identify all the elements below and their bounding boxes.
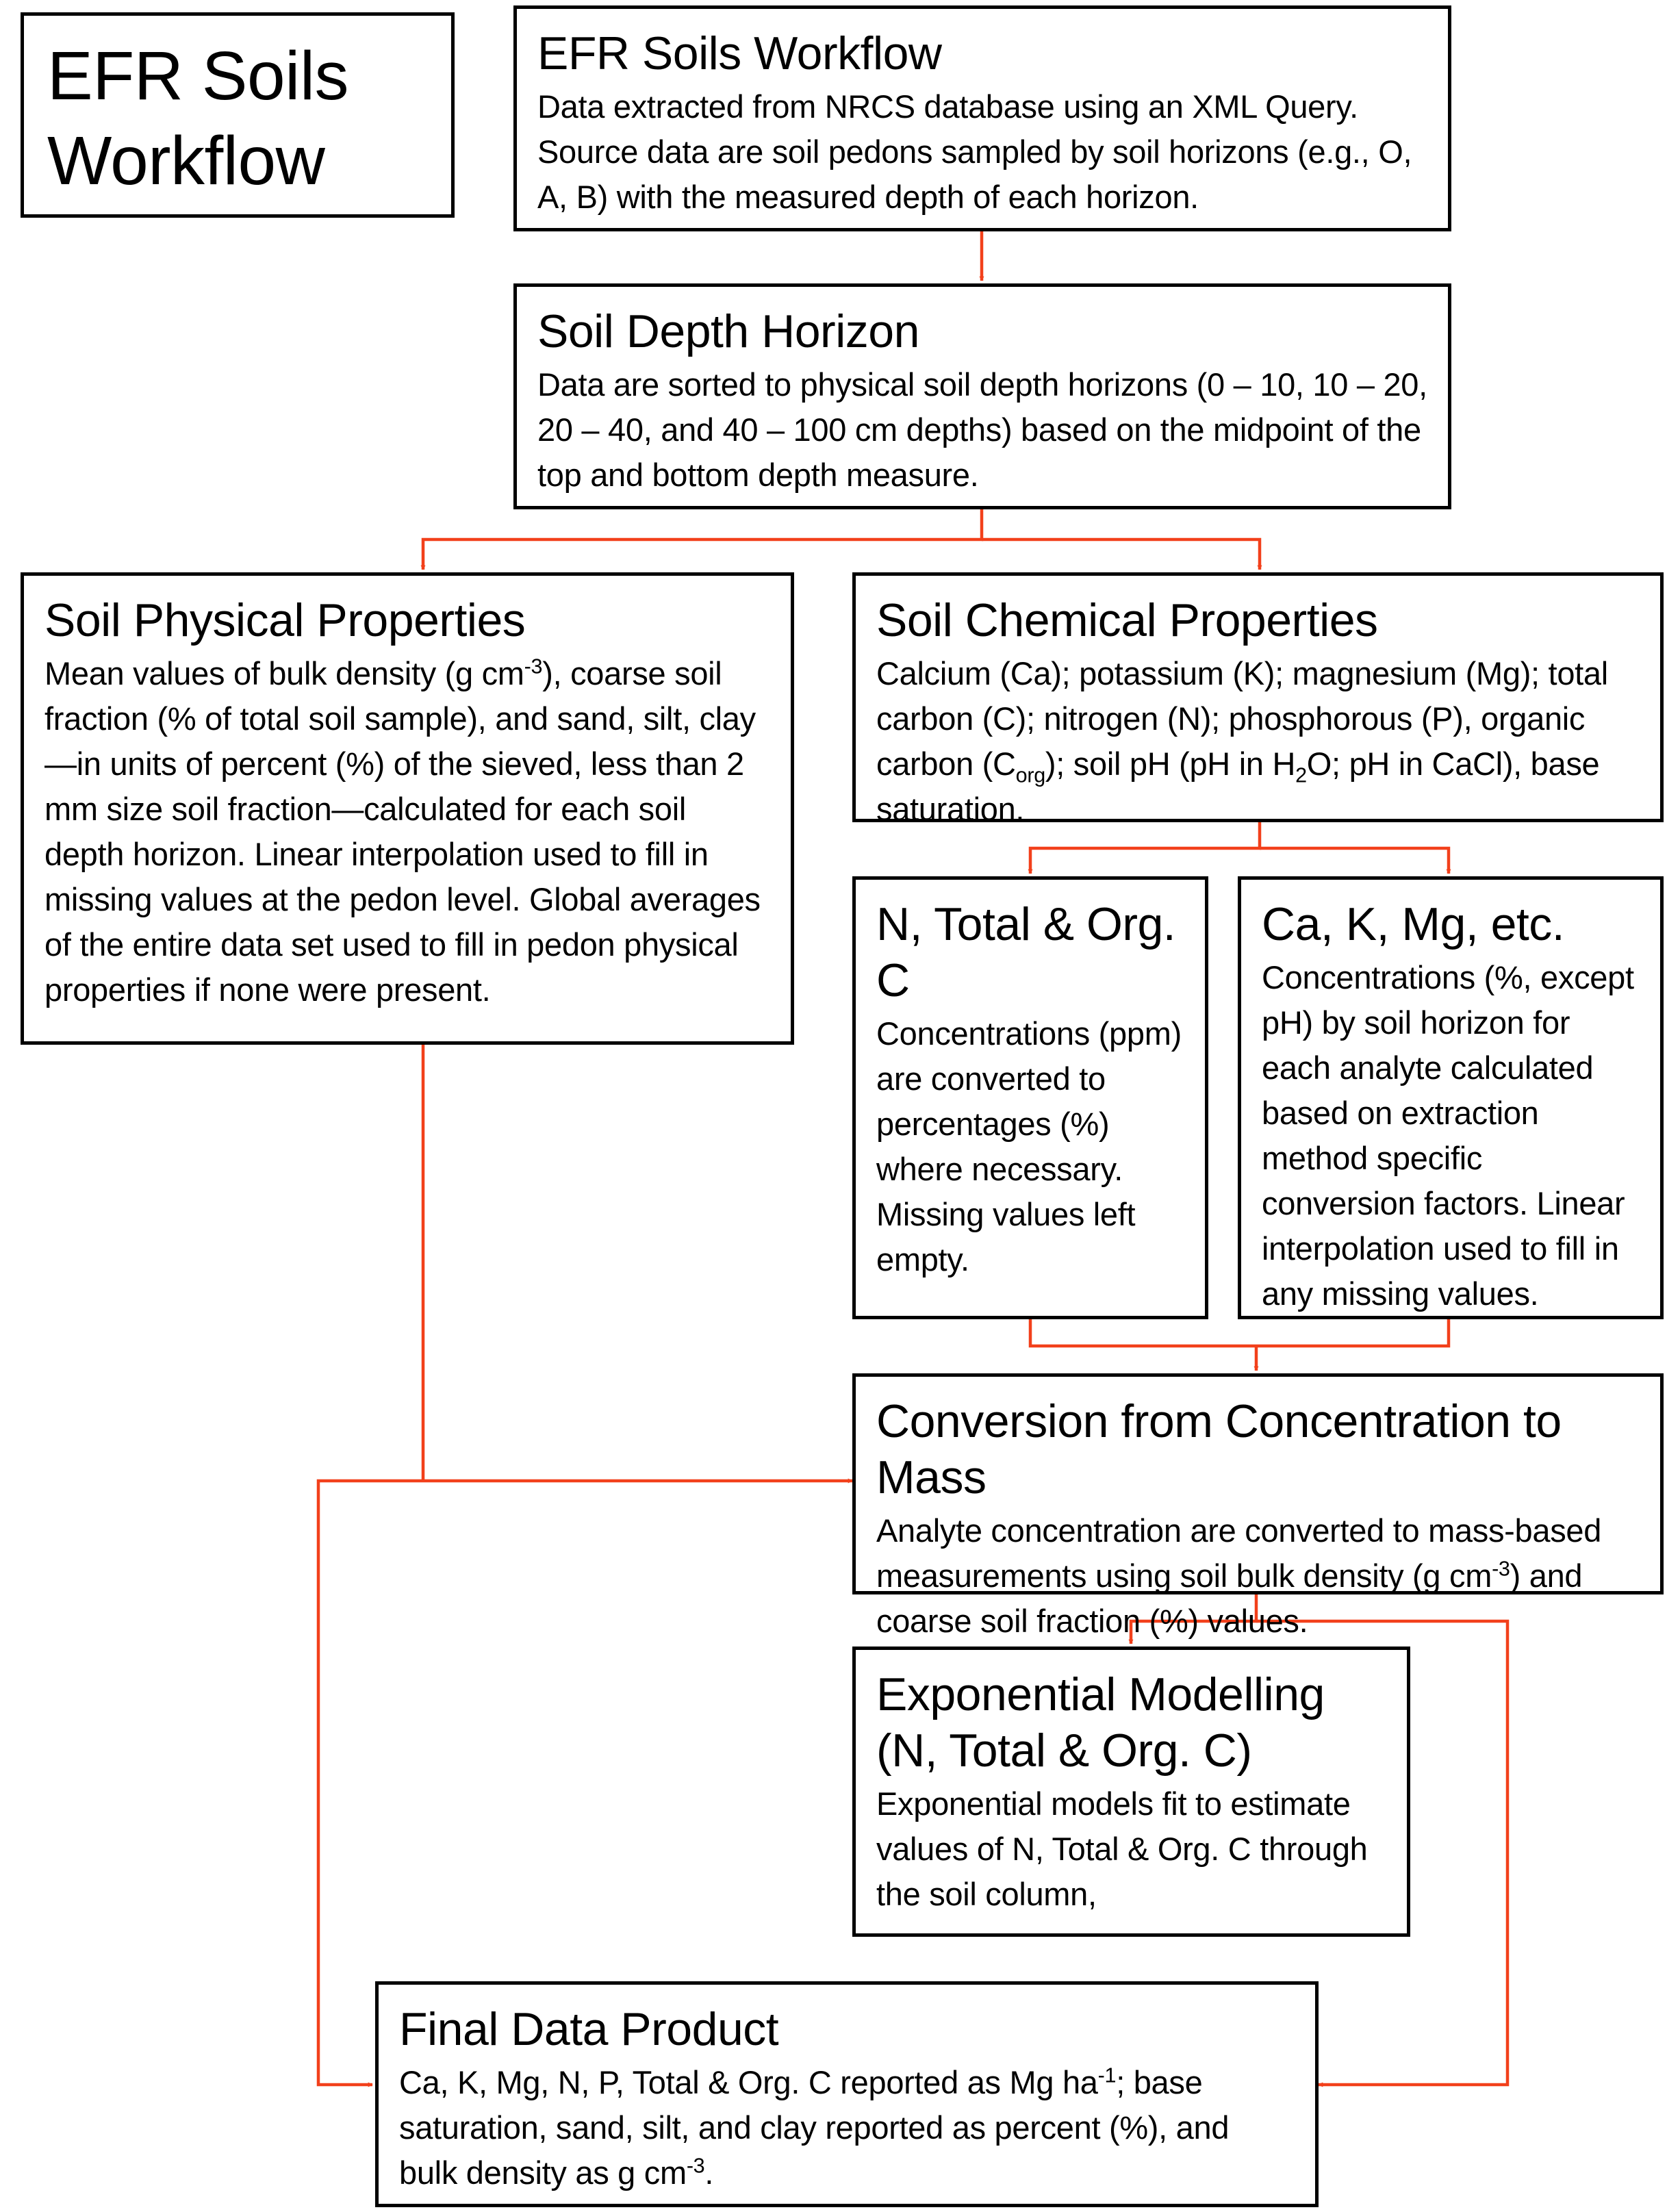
chemical-text-a: Calcium (Ca); potassium (K); magnesium (… <box>876 655 1608 782</box>
node-ca-k-mg: Ca, K, Mg, etc. Concentrations (%, excep… <box>1238 876 1664 1319</box>
connector-depth-split <box>420 509 984 570</box>
diagram-title-line1: EFR Soils <box>47 38 349 114</box>
chemical-text-c: O; pH in CaCl), base saturation. <box>876 746 1600 827</box>
physical-sup-a: -3 <box>524 654 543 678</box>
connector-depth-to-chemical <box>982 537 1262 570</box>
conversion-text-b: ) and coarse soil fraction (%) values. <box>876 1558 1583 1639</box>
final-sup-a: -1 <box>1097 2063 1117 2087</box>
connector-chemical-to-cakmg <box>1260 846 1451 874</box>
final-text-c: . <box>704 2154 714 2191</box>
node-exponential-modelling-title: Exponential Modelling (N, Total & Org. C… <box>876 1668 1325 1777</box>
node-soil-chemical-properties-text: Calcium (Ca); potassium (K); magnesium (… <box>876 651 1640 832</box>
node-final-data-product: Final Data Product Ca, K, Mg, N, P, Tota… <box>375 1981 1319 2207</box>
final-text-a: Ca, K, Mg, N, P, Total & Org. C reported… <box>399 2064 1098 2100</box>
node-soil-chemical-properties-title: Soil Chemical Properties <box>876 594 1378 646</box>
final-text-b: ; base saturation, sand, silt, and clay … <box>399 2064 1230 2191</box>
node-conversion: Conversion from Concentration to Mass An… <box>852 1373 1664 1639</box>
node-workflow: EFR Soils Workflow Data extracted from N… <box>513 5 1451 231</box>
node-n-total-org-c: N, Total & Org. C Concentrations (ppm) a… <box>852 876 1208 1319</box>
chemical-sub-b: 2 <box>1295 763 1307 787</box>
diagram-title-box: EFR Soils Workflow <box>21 12 455 218</box>
diagram-title: EFR Soils Workflow <box>47 34 428 203</box>
node-workflow-text: Data extracted from NRCS database using … <box>537 88 1412 215</box>
node-n-total-org-c-text: Concentrations (ppm) are converted to pe… <box>876 1015 1182 1277</box>
node-soil-depth-horizon: Soil Depth Horizon Data are sorted to ph… <box>513 283 1451 509</box>
node-soil-chemical-properties: Soil Chemical Properties Calcium (Ca); p… <box>852 572 1664 827</box>
node-exponential-modelling: Exponential Modelling (N, Total & Org. C… <box>852 1647 1410 1937</box>
connector-ntotal-merge <box>1028 1319 1451 1348</box>
node-conversion-text: Analyte concentration are converted to m… <box>876 1508 1640 1644</box>
node-exponential-modelling-text: Exponential models fit to estimate value… <box>876 1785 1368 1912</box>
node-final-data-product-title: Final Data Product <box>399 2003 779 2055</box>
node-soil-depth-horizon-title: Soil Depth Horizon <box>537 305 919 357</box>
physical-text-a: Mean values of bulk density (g cm <box>44 655 524 691</box>
node-n-total-org-c-title: N, Total & Org. C <box>876 898 1176 1006</box>
node-workflow-title: EFR Soils Workflow <box>537 27 942 79</box>
node-soil-physical-properties-text: Mean values of bulk density (g cm-3), co… <box>44 651 770 1013</box>
node-ca-k-mg-text: Concentrations (%, except pH) by soil ho… <box>1262 959 1634 1312</box>
chemical-sub-a: org <box>1015 763 1046 787</box>
node-soil-physical-properties: Soil Physical Properties Mean values of … <box>21 572 794 1045</box>
conversion-text-a: Analyte concentration are converted to m… <box>876 1512 1602 1594</box>
node-final-data-product-text: Ca, K, Mg, N, P, Total & Org. C reported… <box>399 2060 1295 2196</box>
node-soil-physical-properties-title: Soil Physical Properties <box>44 594 526 646</box>
final-sup-b: -3 <box>686 2154 705 2178</box>
node-soil-depth-horizon-text: Data are sorted to physical soil depth h… <box>537 366 1427 493</box>
node-conversion-title: Conversion from Concentration to Mass <box>876 1395 1562 1503</box>
physical-text-b: ), coarse soil fraction (% of total soil… <box>44 655 761 1008</box>
conversion-sup-a: -3 <box>1492 1557 1510 1581</box>
chemical-text-b: ); soil pH (pH in H <box>1045 746 1296 782</box>
node-ca-k-mg-title: Ca, K, Mg, etc. <box>1262 898 1565 950</box>
diagram-title-line2: Workflow <box>47 123 325 199</box>
